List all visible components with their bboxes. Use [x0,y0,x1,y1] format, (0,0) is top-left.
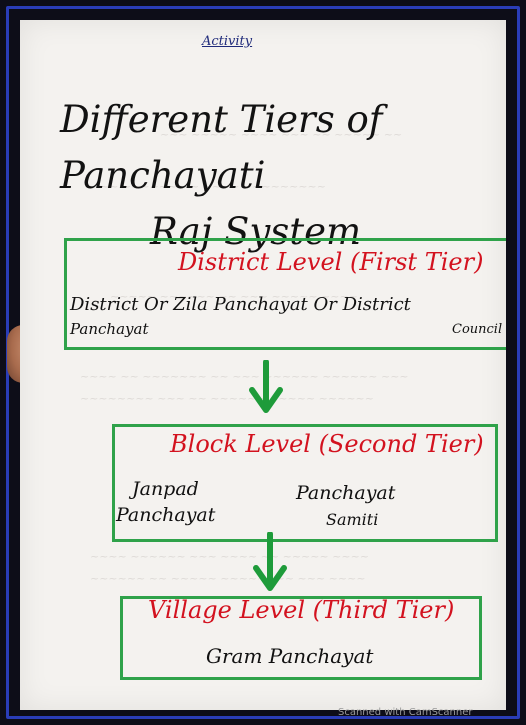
tier-2-col-1-line-2: Panchayat [116,504,216,526]
page-title: Different Tiers of Panchayati Raj System [60,92,506,260]
tier-1-box [64,238,506,350]
tier-2-heading: Block Level (Second Tier) [170,430,484,458]
title-line-1: Different Tiers of Panchayati [60,98,383,197]
notebook-page: ~~~ ~~~~~ ~~~~ ~~~ ~~ ~~~~~ ~~ ~~ ~~~~~~… [20,20,506,710]
title-line-2: Raj System [150,210,362,253]
tier-3-heading: Village Level (Third Tier) [148,596,455,624]
bleed-through-text: ~~~~ ~~ ~~~~~~~ ~~ ~~~ ~~~~~~ ~~~~~~ ~~~ [80,370,409,383]
down-arrow-icon [249,360,283,413]
tier-3-box [120,596,482,680]
bleed-through-text: ~~~ ~~~~~ ~~~~ ~~~ ~~ ~~~~~ ~~ [160,128,403,141]
bleed-through-text: ~~~~~ ~~~~~~ ~~ ~~~ ~~~~~ ~~~~ [110,290,358,303]
scanner-watermark: Scanned with CamScanner [338,707,473,718]
tier-2-box [112,424,498,542]
tier-1-line-1: District Or Zila Panchayat Or District [70,294,411,315]
bleed-through-text: ~~ ~~~~~~ ~~ ~~~~ ~~~~~~~~~ [100,180,326,193]
down-arrow-icon [253,532,287,591]
bleed-through-text: ~~~~~~ ~~ ~~~~~ ~~~~~~~~ ~~~ ~~~~ [90,572,366,585]
tier-2-col-2-line-2: Samiti [326,510,379,529]
tier-3-body: Gram Panchayat [206,644,374,668]
tier-1-heading: District Level (First Tier) [178,248,484,276]
tier-2-col-2-line-1: Panchayat [296,482,396,504]
tier-1-line-2-right: Council [452,322,503,337]
activity-label: Activity [202,34,253,49]
tier-2-col-1-line-1: Janpad [132,478,199,500]
bleed-through-text: ~~~~ ~~~~~~ ~~~ ~~~~ ~~ ~~~~~ ~~~~ [90,550,370,563]
bleed-through-text: ~~~~~~~~ ~~~ ~~ ~~~~~ ~~~~~~ ~~~~~~ [80,392,374,405]
tier-1-line-2-left: Panchayat [70,320,149,338]
